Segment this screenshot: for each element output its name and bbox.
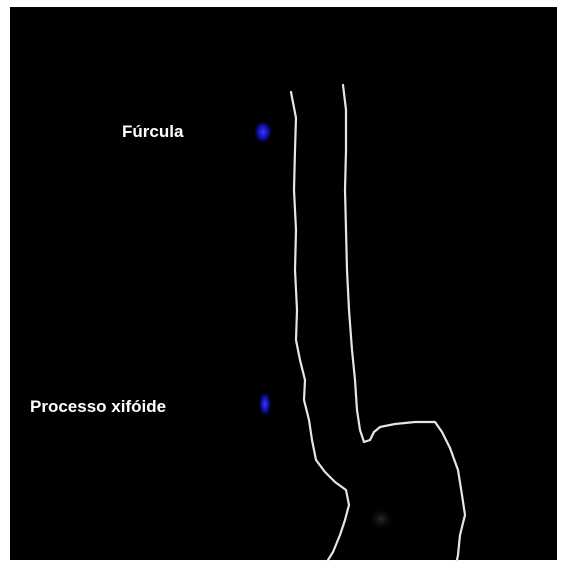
xiphoid-marker [259,392,271,416]
esophagus-left-wall [291,92,349,560]
xiphoid-process-label: Processo xifóide [30,397,166,417]
stomach-gas-shadow [367,507,395,531]
esophagus-right-wall [343,85,465,560]
furcula-marker [254,121,272,143]
furcula-label: Fúrcula [122,122,183,142]
